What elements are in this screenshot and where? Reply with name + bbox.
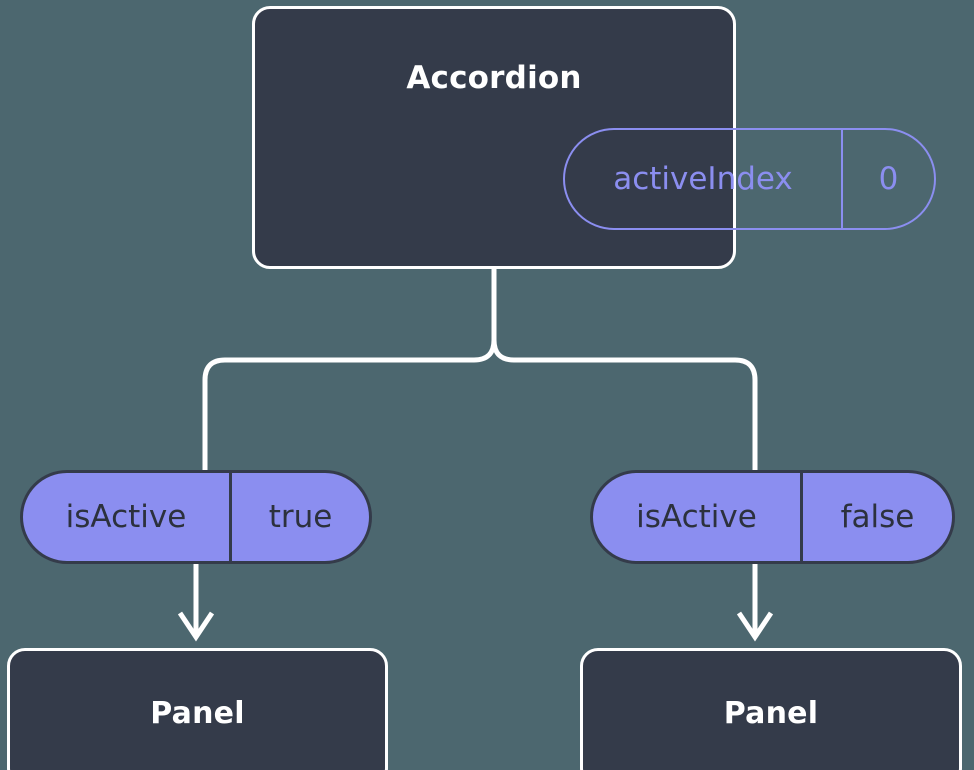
- active-index-value: 0: [878, 161, 899, 197]
- prop-pill-is-active-false[interactable]: isActive false: [590, 470, 955, 564]
- panel-right-title: Panel: [723, 696, 819, 731]
- active-index-key: activeIndex: [565, 130, 843, 228]
- accordion-component-box[interactable]: Accordion activeIndex 0: [252, 6, 936, 269]
- accordion-title: Accordion: [406, 60, 582, 96]
- left-prop-value: true: [268, 499, 333, 535]
- right-prop-value: false: [840, 499, 915, 535]
- right-prop-key: isActive: [593, 473, 803, 561]
- active-index-state-pill[interactable]: activeIndex 0: [563, 128, 936, 230]
- panel-component-box-right[interactable]: Panel: [580, 648, 962, 770]
- left-prop-key: isActive: [23, 473, 232, 561]
- prop-pill-is-active-true[interactable]: isActive true: [20, 470, 372, 564]
- arrowhead-right-panel: [736, 611, 774, 642]
- panel-component-box-left[interactable]: Panel: [7, 648, 388, 770]
- panel-left-title: Panel: [150, 696, 245, 731]
- arrowhead-left-panel: [177, 611, 215, 642]
- wire-fork-to-left-prop: [202, 339, 497, 470]
- wire-fork-to-right-prop: [491, 339, 758, 470]
